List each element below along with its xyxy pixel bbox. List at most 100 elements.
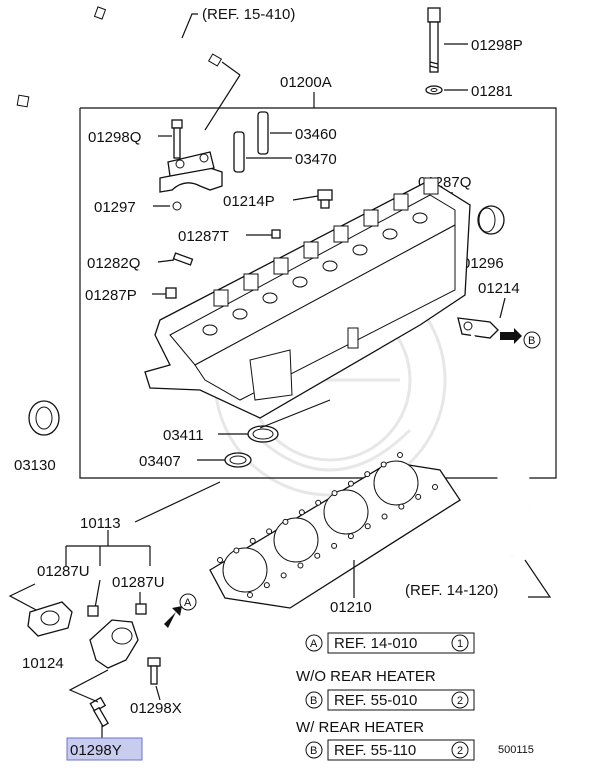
label-01298Q[interactable]: 01298Q <box>88 129 141 146</box>
label-01200A[interactable]: 01200A <box>280 74 332 91</box>
rocker-pedestal <box>423 177 439 195</box>
marker-A-circle <box>179 593 197 611</box>
fitting-01214 <box>457 317 499 339</box>
label-01298Y[interactable]: 01298Y <box>70 742 122 759</box>
label-01297[interactable]: 01297 <box>94 199 136 216</box>
cam-cap-bracket <box>159 151 223 193</box>
rocker-pedestal <box>333 225 349 243</box>
label-03470[interactable]: 03470 <box>295 151 337 168</box>
seal-03411 <box>247 425 279 443</box>
seal-03130 <box>28 400 60 436</box>
plug-01287T <box>271 229 281 239</box>
legend-row2-ref[interactable]: REF. 55-010 <box>334 692 417 709</box>
label-10124[interactable]: 10124 <box>22 655 64 672</box>
legend-row3-index-circle <box>451 741 469 759</box>
leader-pipe-2 <box>204 74 241 131</box>
dowel-03460 <box>257 111 269 155</box>
label-01287P[interactable]: 01287P <box>85 287 137 304</box>
legend-row1-ref[interactable]: REF. 14-010 <box>334 635 417 652</box>
gasket-hole <box>331 490 338 497</box>
label-03411[interactable]: 03411 <box>163 427 204 444</box>
rocker-pedestal <box>393 193 409 211</box>
gasket-hole <box>331 542 338 549</box>
legend-row1-marker-circle <box>305 634 323 652</box>
diagram-id: 500115 <box>498 744 534 756</box>
label-01298P[interactable]: 01298P <box>471 37 523 54</box>
label-10113[interactable]: 10113 <box>80 515 121 532</box>
leader-01214 <box>499 297 506 319</box>
legend-row1-index-circle <box>451 634 469 652</box>
label-03460[interactable]: 03460 <box>295 126 337 143</box>
label-01210[interactable]: 01210 <box>330 599 372 616</box>
gasket-hole <box>381 513 388 520</box>
head-port <box>232 308 248 320</box>
marker-B-circle <box>523 331 541 349</box>
head-port <box>322 260 338 272</box>
head-ports <box>202 177 439 336</box>
label-03130[interactable]: 03130 <box>14 457 56 474</box>
plug-01287U-a <box>87 605 99 617</box>
assembly-frame <box>79 107 557 479</box>
gasket-hole <box>233 547 240 554</box>
gasket-hole <box>380 461 387 468</box>
bolt-01298Q <box>171 119 183 159</box>
seal-01297 <box>172 201 182 211</box>
head-port <box>202 324 218 336</box>
bolt-01298P <box>427 7 441 73</box>
legend-row1-box <box>327 632 475 654</box>
label-01282Q[interactable]: 01282Q <box>87 255 140 272</box>
gasket-hole <box>266 528 273 535</box>
gasket-hole <box>263 582 270 589</box>
gasket-hole <box>297 562 304 569</box>
leader-01298Y-bracket <box>68 669 109 703</box>
head-port <box>352 244 368 256</box>
ref-15-410-label[interactable]: (REF. 15-410) <box>202 6 295 23</box>
legend-row3-ref[interactable]: REF. 55-110 <box>334 742 416 759</box>
label-01296[interactable]: 01296 <box>462 255 504 272</box>
head-port <box>412 212 428 224</box>
label-01214P[interactable]: 01214P <box>223 193 275 210</box>
arrow-B-icon <box>500 328 522 344</box>
legend-row3-heading: W/ REAR HEATER <box>296 719 424 736</box>
legend-row2-index: 2 <box>457 695 463 707</box>
gasket-hole <box>397 452 403 458</box>
leader-01282Q <box>157 259 175 263</box>
rocker-pedestal <box>363 209 379 227</box>
highlight-01298Y <box>66 737 143 761</box>
plug-01287U-b <box>135 603 147 615</box>
label-01298X[interactable]: 01298X <box>130 700 182 717</box>
rocker-pedestal <box>243 273 259 291</box>
legend-row3-index: 2 <box>457 745 463 757</box>
rocker-pedestal <box>273 257 289 275</box>
label-01281[interactable]: 01281 <box>471 83 513 100</box>
rocker-pedestal <box>303 241 319 259</box>
marker-B-text[interactable]: B <box>528 335 535 347</box>
leader-ref-14-120 <box>524 559 552 598</box>
bracket-10124 <box>8 583 41 613</box>
label-01287T[interactable]: 01287T <box>178 228 229 245</box>
legend-row2-heading: W/O REAR HEATER <box>296 668 436 685</box>
legend-row3-marker: B <box>310 745 317 757</box>
gasket-hole <box>298 509 305 516</box>
label-01287U-a[interactable]: 01287U <box>37 563 90 580</box>
head-gasket-01210 <box>209 452 461 609</box>
cylinder-head <box>144 177 471 419</box>
gasket-hole <box>282 518 289 525</box>
water-outlet-fitting <box>89 619 139 669</box>
legend-row2-box <box>327 689 475 711</box>
gasket-hole <box>347 533 354 540</box>
gasket-hole <box>364 523 371 530</box>
gasket-hole <box>249 537 256 544</box>
ref-14-120-label[interactable]: (REF. 14-120) <box>405 582 498 599</box>
label-01214[interactable]: 01214 <box>478 280 520 297</box>
hose-ref-14-120 <box>469 329 532 557</box>
arrow-A-icon <box>164 606 182 628</box>
legend-row1-index: 1 <box>457 638 463 650</box>
marker-A-text[interactable]: A <box>184 597 192 609</box>
legend: A REF. 14-010 1 W/O REAR HEATER B REF. 5… <box>296 632 475 761</box>
label-01287U-b[interactable]: 01287U <box>112 574 165 591</box>
gasket-hole <box>314 552 321 559</box>
gasket-hole <box>315 499 322 506</box>
legend-row2-index-circle <box>451 691 469 709</box>
label-03407[interactable]: 03407 <box>139 453 181 470</box>
